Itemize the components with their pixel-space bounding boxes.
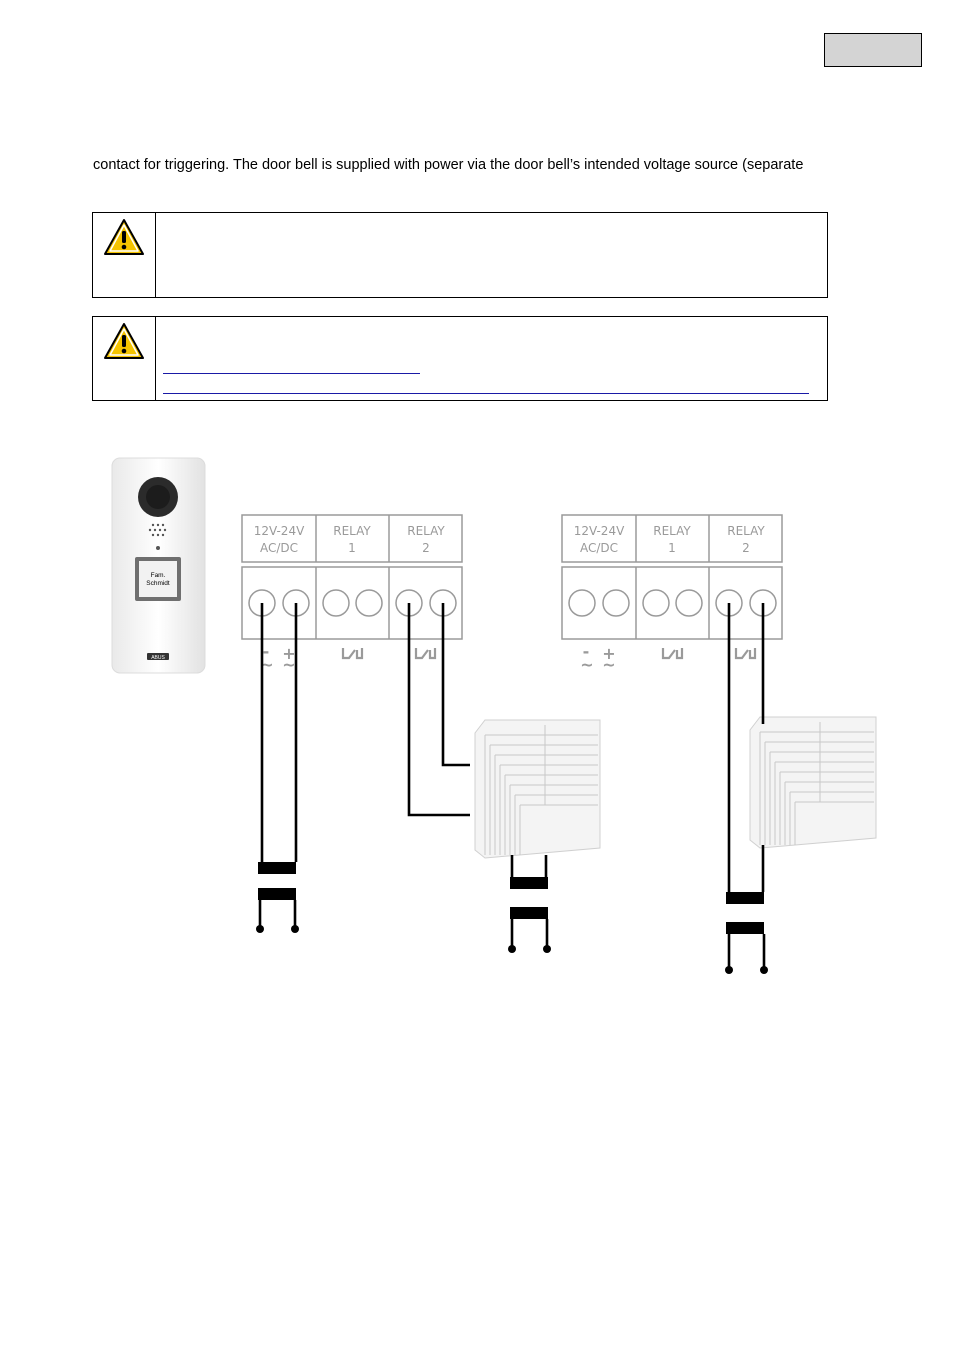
plus-symbol: + [602, 644, 615, 663]
name-plate-line1: Fam. [151, 572, 166, 579]
power-header-line1: 12V-24V [574, 524, 625, 538]
wiring-diagram: Fam. Schmidt ABUS 12V-24V AC/DC RELAY 1 … [111, 457, 877, 974]
language-indicator-box [824, 33, 922, 67]
warning-triangle-icon [104, 219, 144, 255]
relay-switch-icon [661, 648, 757, 660]
ac-symbol: ~ [282, 655, 295, 674]
name-plate-line2: Schmidt [146, 580, 170, 587]
transformer-3 [725, 892, 768, 974]
warning-icon-cell [93, 317, 156, 400]
warning-icon-cell [93, 213, 156, 297]
minus-symbol: - [263, 642, 270, 661]
ac-symbol: ~ [260, 655, 273, 674]
relay2-header-line1: RELAY [407, 524, 445, 538]
relay2-header-line1: RELAY [727, 524, 765, 538]
relay1-header-line1: RELAY [653, 524, 691, 538]
transformer-2 [508, 877, 551, 953]
ac-symbol: ~ [580, 655, 593, 674]
relay2-header-line2: 2 [422, 541, 430, 555]
door-bell-chime-1 [474, 719, 601, 859]
relay-switch-icon [341, 648, 437, 660]
ac-symbol: ~ [602, 655, 615, 674]
terminal-block-1: 12V-24V AC/DC RELAY 1 RELAY 2 - + ~ ~ [241, 514, 463, 674]
warning-box-1 [92, 212, 828, 298]
minus-symbol: - [583, 642, 590, 661]
warning-2-link-2[interactable] [163, 393, 809, 394]
relay1-header-line2: 1 [348, 541, 356, 555]
intro-text: contact for triggering. The door bell is… [93, 157, 804, 173]
relay2-header-line2: 2 [742, 541, 750, 555]
warning-box-2 [92, 316, 828, 401]
relay1-header-line1: RELAY [333, 524, 371, 538]
warning-2-link-1[interactable] [163, 373, 420, 374]
terminal-block-2: 12V-24V AC/DC RELAY 1 RELAY 2 - + ~ ~ [561, 514, 783, 674]
warning-triangle-icon [104, 323, 144, 359]
door-station: Fam. Schmidt ABUS [111, 457, 206, 674]
power-header-line2: AC/DC [580, 541, 618, 555]
wires [260, 603, 765, 892]
plus-symbol: + [282, 644, 295, 663]
brand-logo: ABUS [151, 655, 165, 661]
power-header-line2: AC/DC [260, 541, 298, 555]
power-header-line1: 12V-24V [254, 524, 305, 538]
door-bell-chime-2 [749, 716, 877, 849]
transformer-1 [256, 862, 299, 933]
relay1-header-line2: 1 [668, 541, 676, 555]
